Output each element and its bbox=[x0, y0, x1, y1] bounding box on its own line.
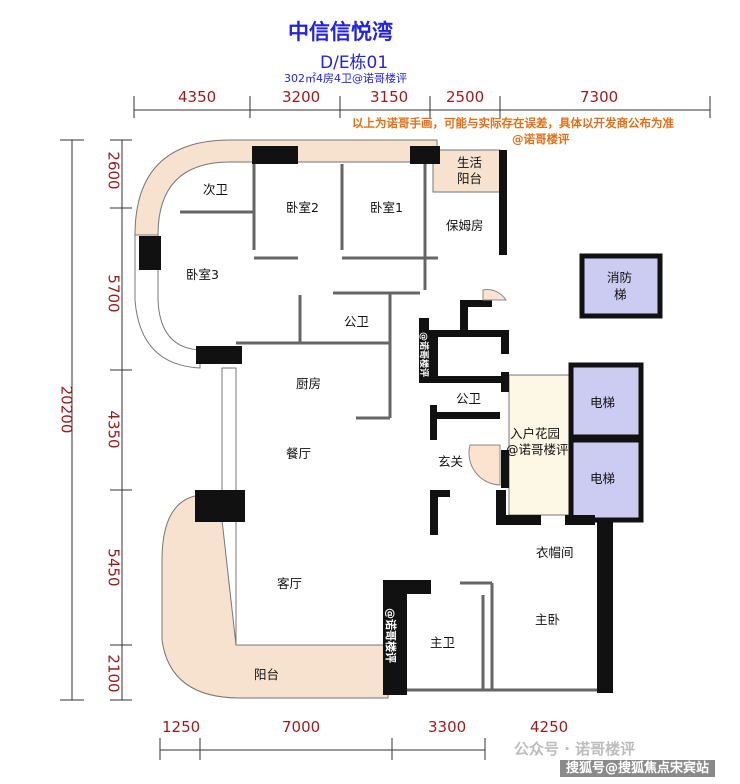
dim-bottom-1: 1250 bbox=[162, 718, 201, 736]
top-dimension-line bbox=[133, 96, 711, 118]
living-balcony-area bbox=[432, 149, 501, 193]
disclaimer-note: 以上为诺哥手画，可能与实际存在误差，具体以开发商公布为准 bbox=[352, 116, 674, 130]
watermark-wall-strip-1 bbox=[425, 330, 438, 382]
room-public-bath-1: 公卫 bbox=[344, 314, 370, 329]
room-bedroom-2: 卧室2 bbox=[286, 200, 319, 215]
room-entry-garden-watermark: @诺哥楼评 bbox=[506, 442, 569, 457]
room-living-balcony-line1: 生活 bbox=[457, 155, 483, 170]
room-entry-garden: 入户花园 bbox=[510, 426, 561, 441]
footer-account-watermark: 公众号 · 诺哥楼评 bbox=[514, 740, 636, 758]
dim-left-4: 5450 bbox=[104, 548, 123, 587]
wall-watermark-2: @诺哥楼评 bbox=[384, 608, 397, 663]
room-fire-stair-line1: 消防 bbox=[607, 270, 633, 285]
room-elevator-1: 电梯 bbox=[590, 395, 616, 410]
dim-bottom-2: 7000 bbox=[282, 718, 321, 736]
dim-left-3: 4350 bbox=[104, 410, 123, 449]
dim-left-2: 5700 bbox=[104, 274, 123, 313]
room-kitchen: 厨房 bbox=[296, 376, 322, 391]
footer-banner-watermark: 搜狐号@搜狐焦点宋宾站 bbox=[560, 760, 716, 777]
room-secondary-bath: 次卫 bbox=[203, 182, 229, 197]
elevator-1-box bbox=[568, 362, 644, 440]
dim-top-5: 7300 bbox=[580, 88, 619, 106]
room-bedroom-1: 卧室1 bbox=[370, 200, 403, 215]
bottom-dimension-line bbox=[159, 738, 486, 760]
dim-bottom-4: 4250 bbox=[530, 718, 569, 736]
door-swing-2 bbox=[468, 444, 501, 486]
dim-left-total: 20200 bbox=[57, 385, 76, 434]
room-dining: 餐厅 bbox=[286, 446, 312, 461]
room-elevator-2: 电梯 bbox=[590, 471, 616, 486]
door-swing-1 bbox=[482, 289, 507, 301]
dim-bottom-3: 3300 bbox=[428, 718, 467, 736]
room-cloakroom: 衣帽间 bbox=[536, 545, 574, 560]
spec-label: 302㎡4房4卫@诺哥楼评 bbox=[284, 72, 407, 85]
room-living-balcony-line2: 阳台 bbox=[457, 171, 483, 186]
thin-walls bbox=[180, 164, 597, 692]
room-public-bath-2: 公卫 bbox=[456, 391, 482, 406]
bottom-balcony bbox=[161, 494, 389, 699]
dim-left-1: 2600 bbox=[104, 151, 123, 190]
room-fire-stair-line2: 梯 bbox=[614, 287, 627, 302]
room-bedroom-3: 卧室3 bbox=[186, 267, 219, 282]
wall-watermark-1: @诺哥楼评 bbox=[418, 331, 429, 378]
dim-top-3: 3150 bbox=[370, 88, 409, 106]
left-dimension-line bbox=[60, 139, 132, 701]
room-balcony: 阳台 bbox=[254, 667, 280, 682]
thick-walls bbox=[139, 146, 613, 695]
plan-title: 中信信悦湾 bbox=[288, 20, 393, 44]
room-master-bedroom: 主卧 bbox=[535, 612, 561, 627]
room-nanny: 保姆房 bbox=[446, 218, 484, 233]
room-foyer: 玄关 bbox=[438, 454, 464, 469]
fire-stair-box bbox=[579, 253, 663, 319]
dim-top-1: 4350 bbox=[178, 88, 217, 106]
dim-left-5: 2100 bbox=[104, 654, 123, 693]
dim-top-2: 3200 bbox=[282, 88, 321, 106]
room-master-bath: 主卫 bbox=[430, 635, 456, 650]
dim-top-4: 2500 bbox=[446, 88, 485, 106]
building-label: D/E栋01 bbox=[320, 53, 389, 73]
disclaimer-handle: @诺哥楼评 bbox=[512, 132, 570, 146]
room-living: 客厅 bbox=[277, 576, 303, 591]
